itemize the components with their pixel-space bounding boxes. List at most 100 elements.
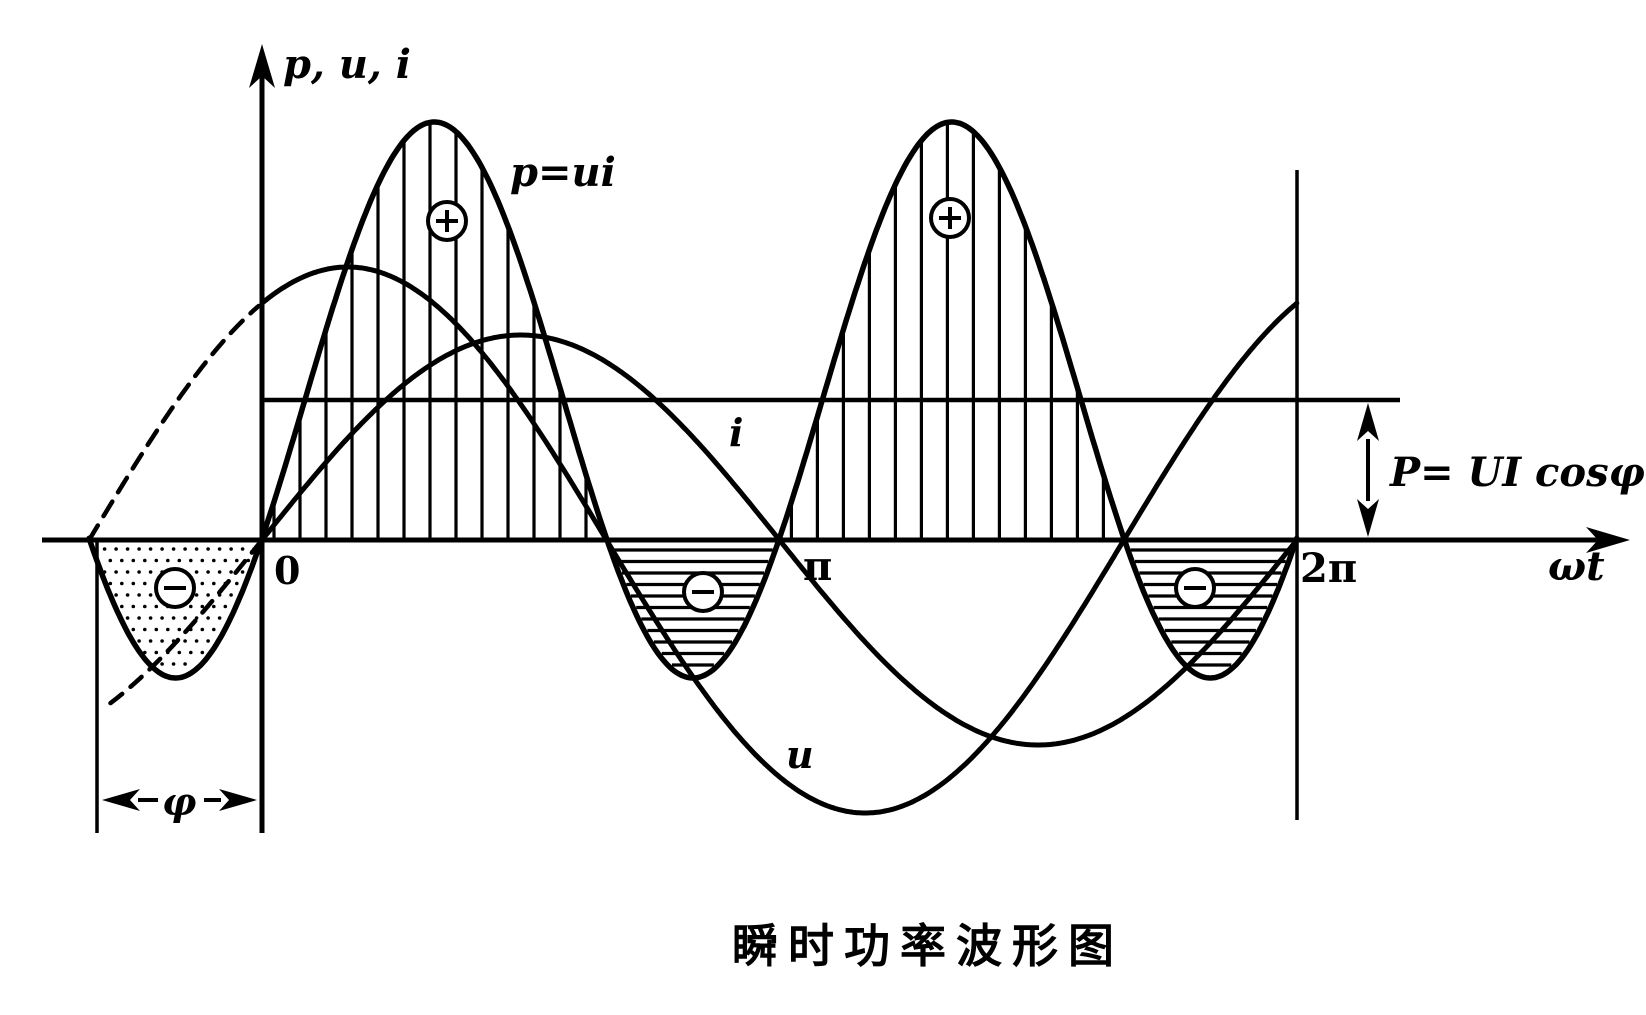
stipple-dot (160, 639, 164, 643)
stipple-dot (131, 558, 136, 563)
stipple-dot (102, 547, 107, 551)
stipple-dot (131, 581, 136, 586)
stipple-dot (183, 616, 187, 620)
figure-caption: 瞬时功率波形图 (732, 919, 1124, 973)
u-curve-solid (259, 264, 1300, 816)
avg-power-arrowhead-top (1357, 403, 1379, 441)
stipple-dot (114, 570, 118, 574)
p-curve-label: p=ui (510, 149, 616, 196)
stipple-dot (154, 604, 159, 609)
stipple-dot (183, 547, 187, 551)
stipple-dot (206, 639, 210, 643)
stipple-dot (177, 558, 182, 563)
stipple-dot (177, 650, 182, 655)
sign-markers (154, 197, 1216, 613)
stipple-dot (125, 616, 130, 620)
stipple-dot (131, 604, 136, 609)
stipple-dot (200, 627, 205, 632)
stipple-dot (240, 547, 245, 551)
stipple-dot (160, 547, 164, 551)
stipple-dot (212, 604, 216, 609)
stipple-dot (131, 627, 136, 632)
stipple-dot (143, 604, 147, 609)
stipple-dot (148, 570, 153, 574)
stipple-dot (194, 639, 199, 643)
stipple-dot (206, 593, 210, 597)
stipple-dot (160, 616, 164, 620)
phi-arrowhead-right (219, 789, 257, 811)
stipple-dot (212, 627, 216, 632)
stipple-dot (108, 558, 113, 563)
stipple-dot (137, 570, 141, 574)
stipple-dot (171, 547, 176, 551)
stipple-dot (217, 547, 222, 551)
stipple-dot (125, 570, 130, 574)
stipple-dot (194, 547, 199, 551)
stipple-dot (137, 639, 141, 643)
stipple-dot (229, 593, 233, 597)
two-pi-tick-label: 2π (1300, 545, 1357, 592)
stipple-dot (240, 570, 245, 574)
stipple-dot (120, 604, 124, 609)
x-axis-arrowhead (1586, 527, 1630, 553)
stipple-dot (148, 639, 153, 643)
power-region-hatching (102, 124, 1291, 667)
stipple-dot (212, 558, 216, 563)
stipple-dot (108, 581, 113, 586)
stipple-dot (183, 639, 187, 643)
stipple-dot (143, 581, 147, 586)
stipple-dot (183, 662, 187, 666)
stipple-dot (148, 616, 153, 620)
origin-tick-label: 0 (274, 548, 300, 593)
stipple-dot (229, 570, 233, 574)
stipple-dot (166, 558, 170, 563)
stipple-dot (200, 604, 205, 609)
stipple-dot (125, 547, 130, 551)
stipple-dot (235, 558, 239, 563)
stipple-dot (246, 558, 251, 563)
stipple-dot (217, 616, 222, 620)
stipple-dot (200, 558, 205, 563)
stipple-dot (206, 547, 210, 551)
y-axis-label: p, u, i (283, 41, 411, 88)
stipple-dot (171, 662, 176, 666)
stipple-dot (137, 547, 141, 551)
stipple-dot (200, 581, 205, 586)
stipple-dot (137, 616, 141, 620)
stipple-dot (148, 547, 153, 551)
u-curve-dashed (86, 303, 261, 543)
stipple-dot (235, 581, 239, 586)
stipple-dot (223, 604, 228, 609)
stipple-dot (120, 581, 124, 586)
x-axis-label: ωt (1548, 543, 1605, 590)
stipple-dot (160, 662, 164, 666)
figure-labels: p, u, i p=ui i u 0 π 2π ωt P= UI cosφ φ … (162, 41, 1645, 973)
avg-power-arrowhead-bottom (1357, 499, 1379, 537)
i-curve-dashed (108, 541, 261, 706)
stipple-dot (114, 593, 118, 597)
stipple-dot (125, 593, 130, 597)
phase-angle-label: φ (162, 779, 196, 824)
i-curve-label: i (729, 410, 743, 455)
stipple-dot (137, 593, 141, 597)
axes-and-guides (42, 44, 1630, 833)
average-power-label: P= UI cosφ (1389, 449, 1645, 496)
i-curve-solid (259, 332, 1300, 748)
stipple-dot (200, 650, 205, 655)
stipple-dot (143, 558, 147, 563)
u-curve-label: u (786, 732, 814, 777)
y-axis-arrowhead (249, 44, 275, 88)
stipple-dot (143, 627, 147, 632)
stipple-dot (154, 627, 159, 632)
stipple-dot (154, 558, 159, 563)
stipple-dot (120, 558, 124, 563)
stipple-dot (148, 593, 153, 597)
stipple-dot (189, 558, 193, 563)
stipple-dot (212, 581, 216, 586)
stipple-dot (206, 570, 210, 574)
phi-arrowhead-left (102, 789, 140, 811)
stipple-dot (194, 570, 199, 574)
stipple-dot (217, 570, 222, 574)
